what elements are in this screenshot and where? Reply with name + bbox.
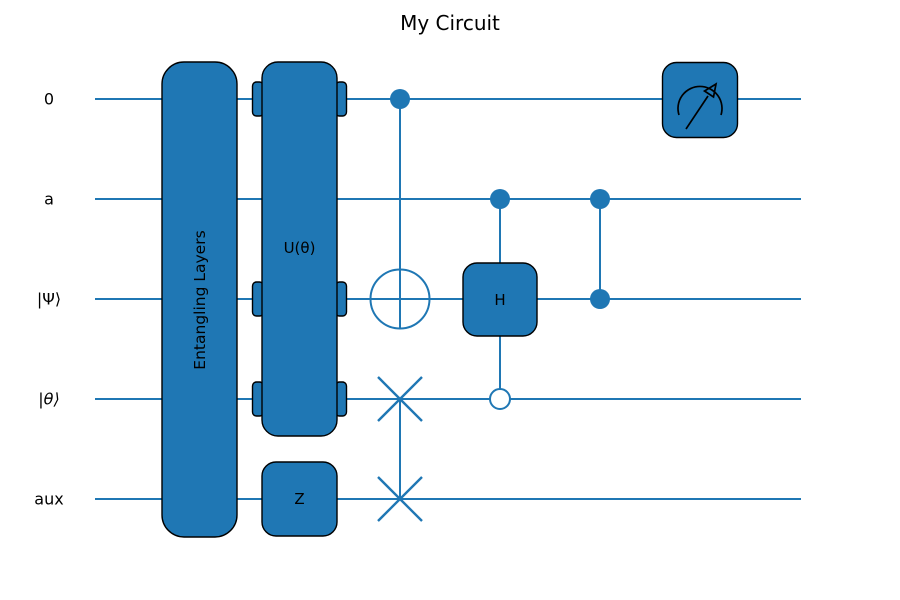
wire-label-aux: aux	[34, 490, 63, 509]
h-gate-label: H	[494, 291, 505, 309]
wire-label-theta: |θ⟩	[38, 390, 59, 409]
wire-label-psi: |Ψ⟩	[37, 290, 61, 309]
entangling-layers-label: Entangling Layers	[191, 230, 209, 369]
h-gate: H	[462, 262, 538, 337]
u-theta-label: U(θ)	[284, 239, 316, 257]
u-theta-box	[261, 61, 338, 437]
swap-x-top-icon	[377, 376, 423, 422]
z-gate: Z	[261, 461, 338, 537]
controlled-h-open-control	[489, 388, 511, 410]
entangling-layers-gate: Entangling Layers	[161, 61, 238, 538]
u-theta-gate: U(θ)	[251, 61, 348, 437]
z-gate-box	[261, 461, 338, 537]
measurement-box	[661, 61, 739, 139]
h-gate-box	[462, 262, 538, 337]
controlled-h-control-dot	[490, 189, 510, 209]
wire-label-a: a	[44, 190, 54, 209]
measurement-gauge-icon	[677, 82, 723, 130]
measurement-gate	[661, 61, 739, 139]
figure-title: My Circuit	[400, 11, 500, 35]
z-gate-label: Z	[294, 490, 304, 508]
cnot-control-dot	[390, 89, 410, 109]
cnot-target-icon	[369, 268, 431, 330]
wire-label-0: 0	[44, 90, 54, 109]
entangling-layers-box	[161, 61, 238, 538]
cz-control-dot-a	[590, 189, 610, 209]
cz-control-dot-psi	[590, 289, 610, 309]
swap-x-bottom-icon	[377, 476, 423, 522]
